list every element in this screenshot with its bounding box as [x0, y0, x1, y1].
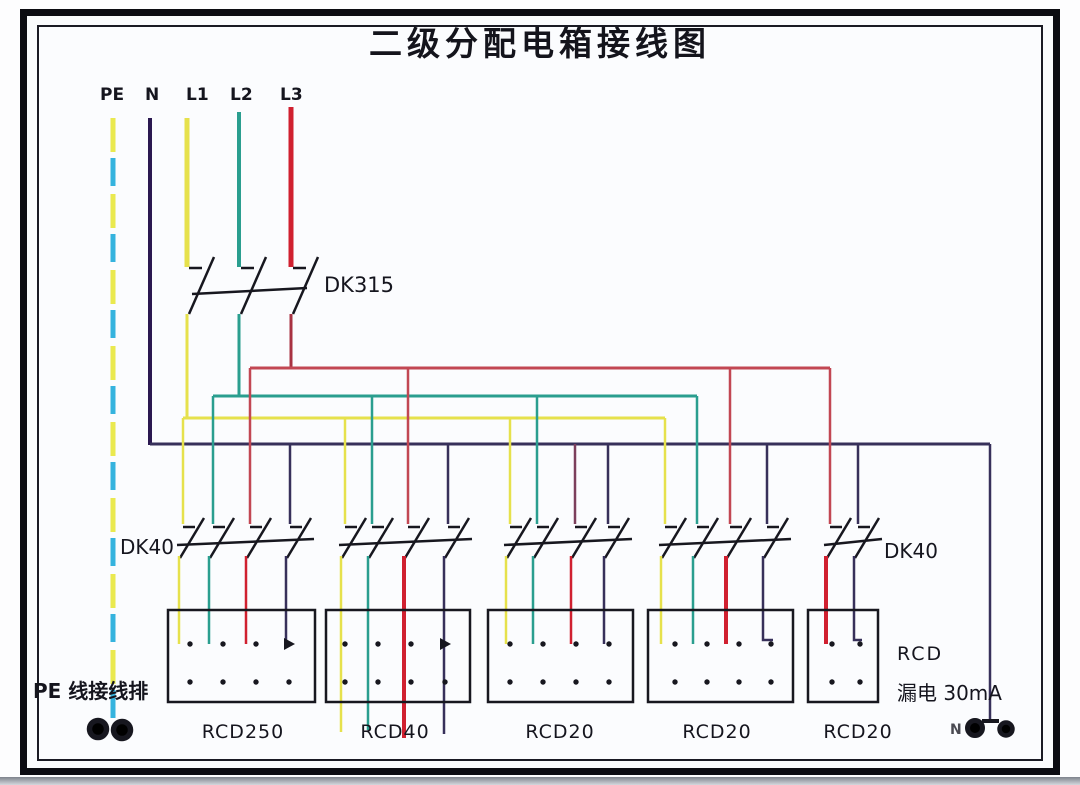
branch-breaker-label-right: DK40 [884, 539, 938, 563]
rcd-label-1: RCD250 [201, 721, 285, 743]
leakage-rating: 漏电 30mA [897, 681, 1002, 705]
l1-label: L1 [186, 85, 209, 105]
rcd-box-1 [166, 608, 317, 704]
neutral-terminal-label: N [950, 722, 962, 738]
page-bottom-shadow [0, 777, 1080, 785]
inner-frame [37, 25, 1043, 761]
rcd-boxes [166, 608, 880, 704]
branch-breaker-symbols [176, 517, 883, 559]
main-breaker-label: DK315 [324, 273, 395, 297]
main-breaker-output-wires [185, 314, 293, 419]
rcd-label-3: RCD20 [525, 721, 595, 743]
page-title: 二级分配电箱接线图 [369, 24, 711, 63]
bus-bars [150, 366, 990, 446]
pe-terminal-label: PE 线接线排 [33, 679, 149, 703]
rcd-box-4 [646, 608, 795, 704]
rcd-annotation: RCD [897, 643, 944, 665]
rcd-box-3 [486, 608, 635, 704]
pe-terminal-symbol [86, 717, 134, 742]
rcd-label-4: RCD20 [682, 721, 752, 743]
rcd-terminal-dots [187, 638, 863, 685]
neutral-label: N [145, 85, 160, 105]
rcd-label-2: RCD40 [360, 721, 430, 743]
neutral-terminal-symbol [965, 718, 1015, 738]
breaker-to-rcd-wires [177, 556, 862, 738]
rcd-box-2 [324, 608, 472, 704]
bus-drop-wires [181, 368, 992, 721]
branch-breaker-label-left: DK40 [120, 535, 174, 559]
pe-label: PE [100, 85, 125, 105]
l3-label: L3 [280, 85, 303, 105]
phase-feed-wires [184, 107, 294, 267]
rcd-label-5: RCD20 [823, 721, 893, 743]
main-breaker-symbol [187, 256, 320, 315]
rcd-box-5 [806, 608, 880, 704]
l2-label: L2 [230, 85, 253, 105]
